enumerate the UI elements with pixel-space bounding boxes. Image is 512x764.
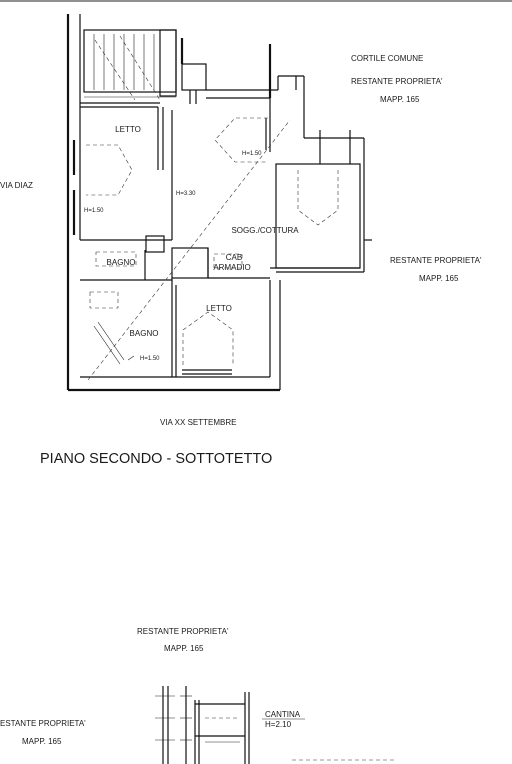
cantina-height-label: H=2.10 <box>265 720 292 729</box>
room-cab-label: CAB <box>226 253 242 262</box>
room-letto-2-label: LETTO <box>206 304 232 313</box>
room-bagno-2-label: BAGNO <box>130 329 159 338</box>
floor3-walls <box>155 686 396 764</box>
floor3-restante-top-label: RESTANTE PROPRIETA' <box>137 627 229 636</box>
floor2-roof-lines <box>84 34 291 381</box>
mapp-top-label: MAPP. 165 <box>380 95 420 104</box>
cantina-label: CANTINA <box>265 710 301 719</box>
room-bagno-1-label: BAGNO <box>107 258 136 267</box>
height-label-bagno: H=1.50 <box>140 356 160 362</box>
floor3-mapp-top-label: MAPP. 165 <box>164 644 204 653</box>
floor2-skylights <box>86 117 339 365</box>
floor-title: PIANO SECONDO - SOTTOTETTO <box>40 451 272 467</box>
height-label-h330: H=3.30 <box>176 191 196 197</box>
floor3-restante-left-label: ESTANTE PROPRIETA' <box>0 719 86 728</box>
floor3-mapp-left-label: MAPP. 165 <box>22 737 62 746</box>
via-xx-settembre-label: VIA XX SETTEMBRE <box>160 418 236 427</box>
restante-top-label: RESTANTE PROPRIETA' <box>351 77 443 86</box>
cortile-comune-label: CORTILE COMUNE <box>351 54 423 63</box>
room-soggiorno-label: SOGG./COTTURA <box>231 226 299 235</box>
height-label-soggiorno: H=1.50 <box>242 151 262 157</box>
room-armadio-label: ARMADIO <box>213 263 250 272</box>
height-label-letto: H=1.50 <box>84 208 104 214</box>
room-letto-1-label: LETTO <box>115 125 141 134</box>
floor2-openings <box>72 76 372 375</box>
floor2-walls <box>66 14 365 392</box>
mapp-right-label: MAPP. 165 <box>419 274 459 283</box>
restante-right-label: RESTANTE PROPRIETA' <box>390 256 482 265</box>
via-diaz-label: VIA DIAZ <box>0 181 33 190</box>
